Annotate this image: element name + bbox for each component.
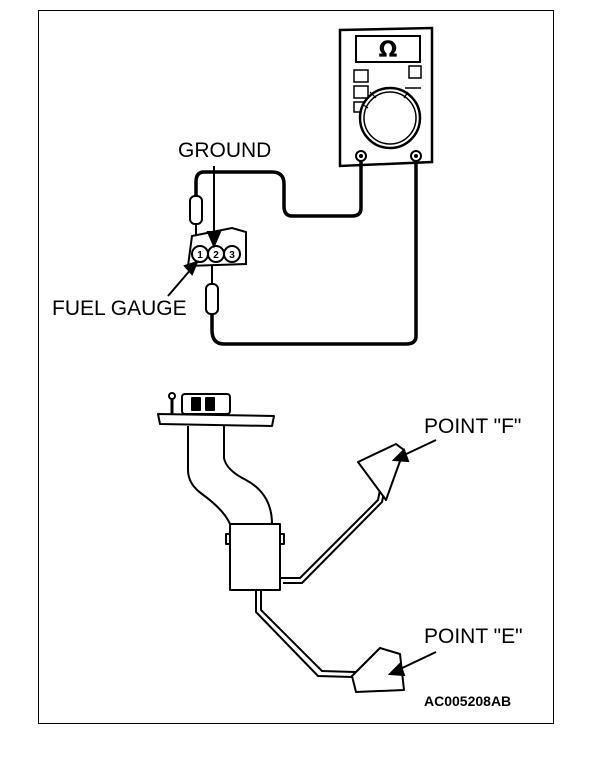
point-e-label: POINT "E" [424, 625, 523, 648]
figure-frame [38, 10, 554, 724]
pin-1-label: 1 [197, 250, 203, 261]
figure-code: AC005208AB [424, 693, 512, 709]
fuel-pump-assembly [157, 392, 405, 693]
test-leads [194, 160, 418, 346]
point-f-label: POINT "F" [424, 415, 522, 438]
ground-label: GROUND [178, 139, 272, 162]
ground-arrow [206, 166, 222, 249]
multimeter [338, 26, 434, 168]
fuel-gauge-label: FUEL GAUGE [52, 297, 187, 320]
pin-2-label: 2 [213, 250, 219, 261]
point-f-arrow [391, 439, 437, 463]
fuel-gauge-arrow [167, 260, 199, 297]
connector [186, 226, 247, 268]
ground-probe [189, 195, 203, 244]
ohm-symbol: Ω [379, 38, 398, 63]
pin-3-label: 3 [229, 250, 235, 261]
fuel-gauge-probe [205, 264, 219, 315]
point-e-arrow [387, 651, 437, 677]
